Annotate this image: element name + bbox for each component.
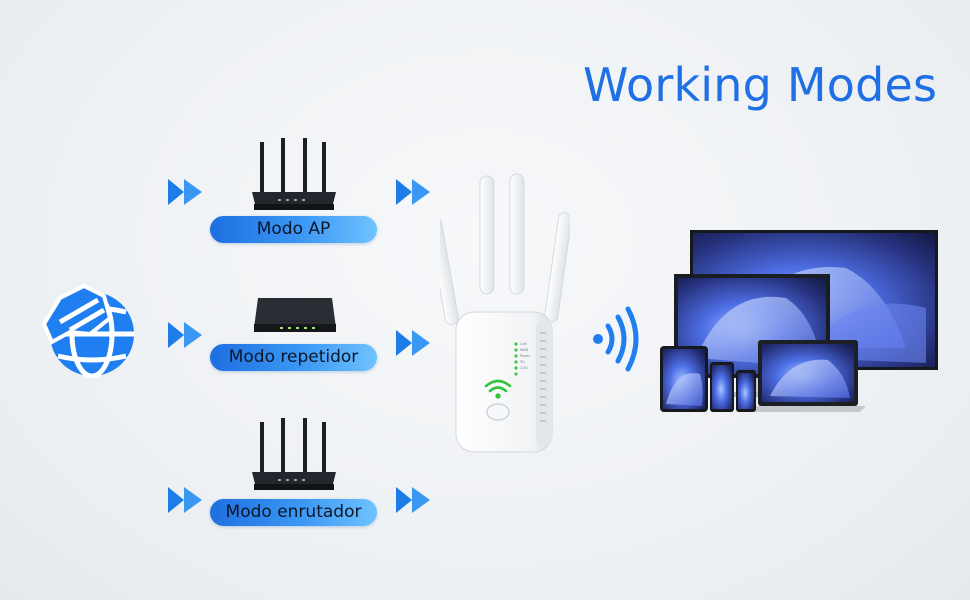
svg-text:2.4G: 2.4G <box>520 366 528 370</box>
mode-router-label: Modo enrutador <box>210 499 377 526</box>
svg-text:5G: 5G <box>520 360 525 364</box>
double-arrow-icon <box>396 330 430 356</box>
double-arrow-icon <box>396 179 430 205</box>
internet-globe-icon <box>41 283 134 378</box>
double-arrow-icon <box>396 487 430 513</box>
svg-text:Power: Power <box>520 354 531 358</box>
double-arrow-icon <box>168 487 202 513</box>
wireless-signal-icon <box>593 306 639 372</box>
mode-repeater-label: Modo repetidor <box>210 344 377 371</box>
double-arrow-icon <box>168 322 202 348</box>
svg-text:Link: Link <box>520 342 527 346</box>
router-icon <box>252 418 336 490</box>
router-icon <box>252 138 336 210</box>
mode-ap-label: Modo AP <box>210 216 377 243</box>
page-title: Working Modes <box>583 58 938 112</box>
svg-text:WAN: WAN <box>520 348 528 352</box>
connected-devices-illustration <box>660 230 938 412</box>
switch-icon <box>254 298 336 332</box>
double-arrow-icon <box>168 179 202 205</box>
